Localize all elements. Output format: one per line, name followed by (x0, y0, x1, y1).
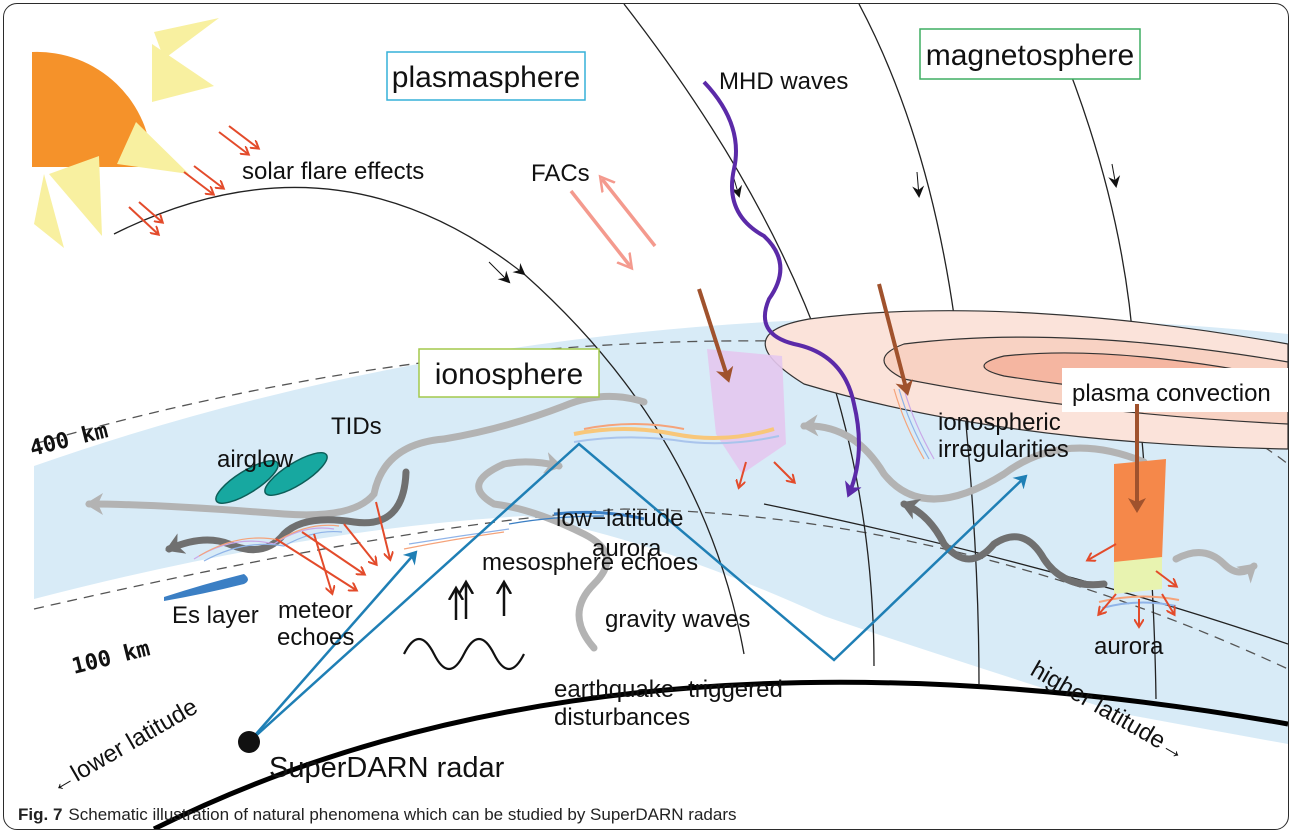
tid-wave-upper (800, 414, 1148, 503)
earthquake-label-1: earthquake−triggered (554, 676, 783, 703)
tids-label: TIDs (331, 413, 382, 440)
plasmasphere-label: plasmasphere (392, 61, 580, 94)
gravity-wave-grey (475, 452, 611, 652)
earthquake-wave (403, 637, 525, 671)
solar-flare-effects-label: solar flare effects (242, 158, 424, 185)
low-latitude-aurora-label-2: aurora (592, 535, 662, 562)
meteor-echoes-label-1: meteor (278, 597, 353, 624)
small-red-arrows (275, 461, 1176, 626)
ionospheric-irregularities-label-1: ionospheric (938, 409, 1061, 436)
field-line-arrow-1 (488, 261, 511, 284)
airglow-label: airglow (217, 446, 294, 473)
ionosphere-label: ionosphere (435, 358, 583, 391)
sun-icon (32, 18, 219, 248)
solar-flare-arrows (128, 125, 258, 234)
plasma-convection-label: plasma convection (1072, 380, 1271, 407)
figure-caption: Fig. 7 Schematic illustration of natural … (18, 805, 737, 825)
superdarn-radar-label: SuperDARN radar (269, 752, 505, 784)
magnetosphere-box (919, 28, 1141, 80)
caption-text: Schematic illustration of natural phenom… (68, 805, 737, 824)
mhd-wave (702, 80, 862, 498)
ionospheric-irregularities-label-2: irregularities (938, 436, 1069, 463)
airglow-icon (215, 452, 328, 504)
tid-wave-dark-left (165, 468, 410, 554)
figure-frame: plasmasphere magnetosphere ionosphere MH… (3, 3, 1289, 830)
gravity-waves-label: gravity waves (605, 606, 750, 633)
radar-site-icon (238, 731, 260, 753)
es-layer-streak (164, 574, 248, 601)
acoustic-up-arrows (456, 584, 504, 620)
mhd-waves-label: MHD waves (719, 68, 848, 95)
tid-wave-left (85, 435, 448, 519)
ionosphere-band (34, 316, 1288, 744)
fac-arrows (569, 179, 657, 266)
radar-beam (248, 442, 1028, 743)
field-line-arrow-3 (912, 171, 925, 198)
wave-grey-right (1172, 549, 1258, 584)
low-latitude-aurora-label-1: low−latitude (556, 505, 683, 532)
magnetosphere-label: magnetosphere (926, 39, 1134, 72)
mesosphere-echoes-label: mesosphere echoes (482, 549, 698, 576)
figure-number: Fig. 7 (18, 805, 63, 824)
meteor-echoes-label-2: echoes (277, 624, 354, 651)
facs-label: FACs (531, 160, 590, 187)
plasmasphere-box (386, 51, 586, 101)
tid-wave-top (440, 392, 648, 443)
aurora-label: aurora (1094, 633, 1164, 660)
field-line-arrow-4 (1108, 163, 1121, 188)
lower-latitude-label: ←lower latitude (46, 693, 203, 799)
schematic-diagram: plasmasphere magnetosphere ionosphere MH… (27, 4, 1288, 829)
altitude-line-100km (33, 508, 1288, 670)
es-layer-label: Es layer (172, 602, 259, 629)
alt-100-label: 100 km (69, 636, 152, 679)
wave-dark-right (900, 498, 1108, 589)
ionosphere-box (418, 348, 600, 398)
earthquake-label-2: disturbances (554, 704, 690, 731)
precipitation-arrows (697, 283, 1146, 513)
plasma-convection-label-bg (1062, 368, 1288, 412)
earth-surface (152, 679, 1288, 829)
